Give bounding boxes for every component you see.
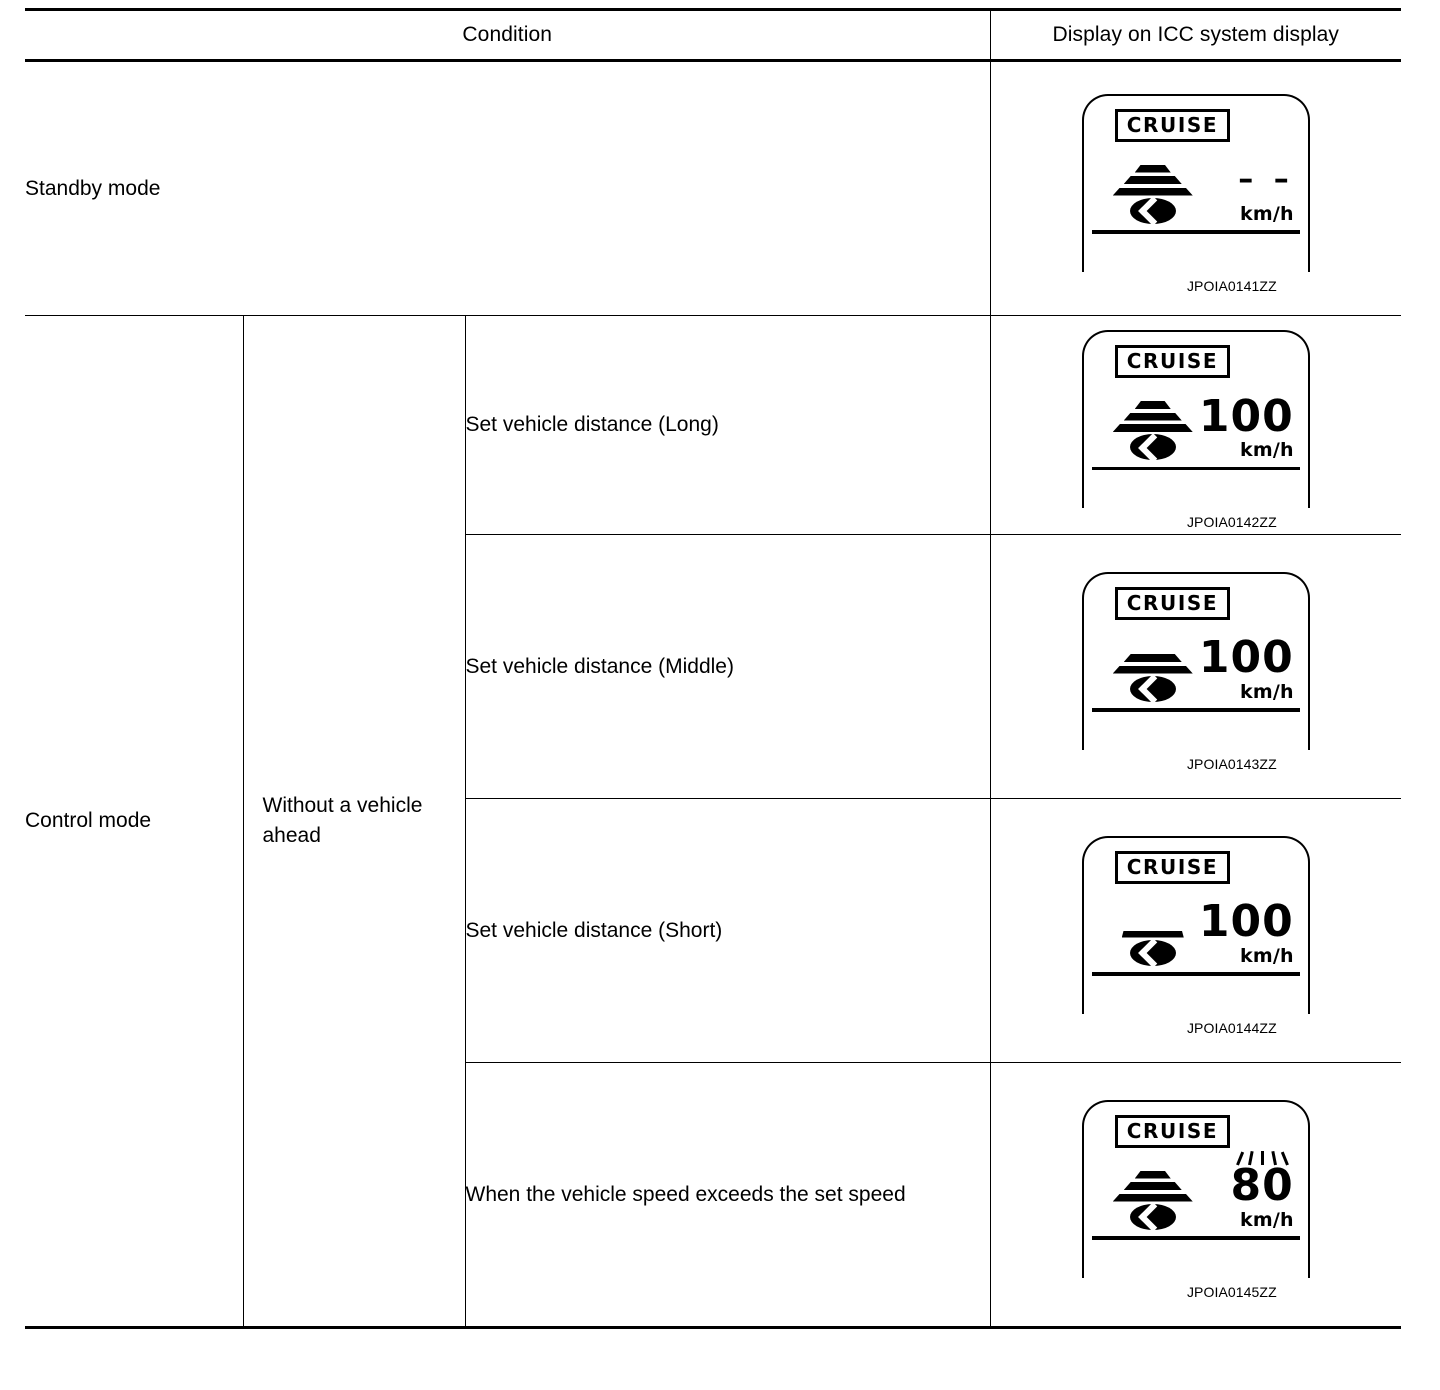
cell-mode-control: Control mode	[25, 315, 243, 1329]
cruise-badge: CRUISE	[1114, 850, 1231, 884]
icc-display-panel: CRUISE – – km/h	[1081, 93, 1310, 272]
cruise-badge: CRUISE	[1114, 1114, 1231, 1148]
table-row: Control mode Without a vehicle ahead Set…	[25, 315, 1401, 1329]
icc-display-panel: CRUISE 100 km/h	[1081, 330, 1310, 508]
icc-display-figure: CRUISE 100 km/h	[1071, 558, 1321, 776]
cruise-badge: CRUISE	[1114, 586, 1231, 620]
own-vehicle-marker-icon	[1129, 675, 1176, 702]
road-baseline	[1091, 708, 1300, 712]
icc-condition-table: Condition Display on ICC system display …	[25, 8, 1401, 1329]
cell-mode-standby: Standby mode	[25, 60, 990, 316]
cruise-badge: CRUISE	[1114, 345, 1231, 379]
cell-detail-speed-exceeds-set-speed: When the vehicle speed exceeds the set s…	[464, 1062, 990, 1329]
icc-display-panel: CRUISE 100 km/h	[1081, 571, 1310, 750]
cell-detail-set-distance-middle: Set vehicle distance (Middle)	[464, 534, 990, 799]
table-row: Set vehicle distance (Middle) CRUISE	[25, 534, 1401, 799]
speed-value: – –	[1238, 161, 1294, 197]
header-condition: Condition	[25, 8, 990, 62]
cell-icc-display-exceeds-set-speed: CRUISE	[989, 1062, 1401, 1329]
figure-reference: JPOIA0143ZZ	[1186, 755, 1277, 772]
road-baseline	[1091, 230, 1300, 234]
cell-icc-display-short: CRUISE 100 km/h	[989, 798, 1401, 1063]
vehicle-distance-bars-icon	[1110, 624, 1196, 702]
speed-value: 100	[1198, 632, 1294, 684]
table-row: When the vehicle speed exceeds the set s…	[25, 1062, 1401, 1329]
own-vehicle-marker-icon	[1129, 197, 1176, 224]
vehicle-distance-bars-icon	[1110, 382, 1196, 460]
cruise-badge: CRUISE	[1114, 108, 1231, 142]
icc-display-panel: CRUISE 100 km/h	[1081, 835, 1310, 1014]
speed-readout: 100 km/h	[1198, 390, 1294, 462]
cell-icc-display-long: CRUISE 100 km/h	[989, 315, 1401, 535]
road-baseline	[1091, 1236, 1300, 1240]
cell-icc-display-middle: CRUISE 100 km/h	[989, 534, 1401, 799]
speed-unit: km/h	[1240, 1208, 1294, 1231]
table-row: Set vehicle distance (Short) CRUISE	[25, 798, 1401, 1063]
figure-reference: JPOIA0141ZZ	[1186, 277, 1277, 294]
speed-readout: 100 km/h	[1198, 632, 1294, 703]
icc-display-figure: CRUISE 100 km/h	[1071, 316, 1321, 534]
speed-unit: km/h	[1240, 680, 1294, 703]
speed-readout: 80 km/h	[1202, 1148, 1294, 1231]
figure-reference: JPOIA0144ZZ	[1186, 1019, 1277, 1036]
speed-unit: km/h	[1240, 439, 1294, 462]
icc-display-figure: CRUISE	[1071, 1086, 1321, 1304]
speed-readout: – – km/h	[1202, 163, 1294, 226]
speed-unit: km/h	[1240, 202, 1294, 225]
speed-value: 100	[1198, 390, 1294, 442]
vehicle-distance-bars-icon	[1110, 146, 1196, 224]
speed-readout: 100 km/h	[1198, 896, 1294, 967]
speed-unit: km/h	[1240, 944, 1294, 967]
header-display-on-icc-system-display: Display on ICC system display	[989, 8, 1401, 62]
icc-display-panel: CRUISE	[1081, 1099, 1310, 1278]
cell-detail-set-distance-long: Set vehicle distance (Long)	[464, 315, 990, 535]
vehicle-distance-bars-icon	[1110, 1152, 1196, 1230]
cell-detail-set-distance-short: Set vehicle distance (Short)	[464, 798, 990, 1063]
own-vehicle-marker-icon	[1129, 1203, 1176, 1230]
blinking-indicator-icon	[1232, 1148, 1294, 1166]
own-vehicle-marker-icon	[1129, 939, 1176, 966]
speed-value: 100	[1198, 896, 1294, 948]
cell-subcondition-without-vehicle-ahead: Without a vehicle ahead	[242, 315, 465, 1329]
road-baseline	[1091, 466, 1300, 470]
speed-value: 80	[1230, 1160, 1294, 1212]
own-vehicle-marker-icon	[1129, 434, 1176, 460]
table-row: Standby mode CRUISE	[25, 60, 1401, 316]
figure-reference: JPOIA0142ZZ	[1186, 514, 1277, 530]
road-baseline	[1091, 972, 1300, 976]
figure-reference: JPOIA0145ZZ	[1186, 1283, 1277, 1300]
icc-display-figure: CRUISE – – km/h	[1071, 80, 1321, 298]
vehicle-distance-bars-icon	[1110, 888, 1196, 966]
cell-icc-display-standby: CRUISE – – km/h	[989, 60, 1401, 316]
icc-display-figure: CRUISE 100 km/h	[1071, 822, 1321, 1040]
table-header-row: Condition Display on ICC system display	[25, 8, 1401, 62]
